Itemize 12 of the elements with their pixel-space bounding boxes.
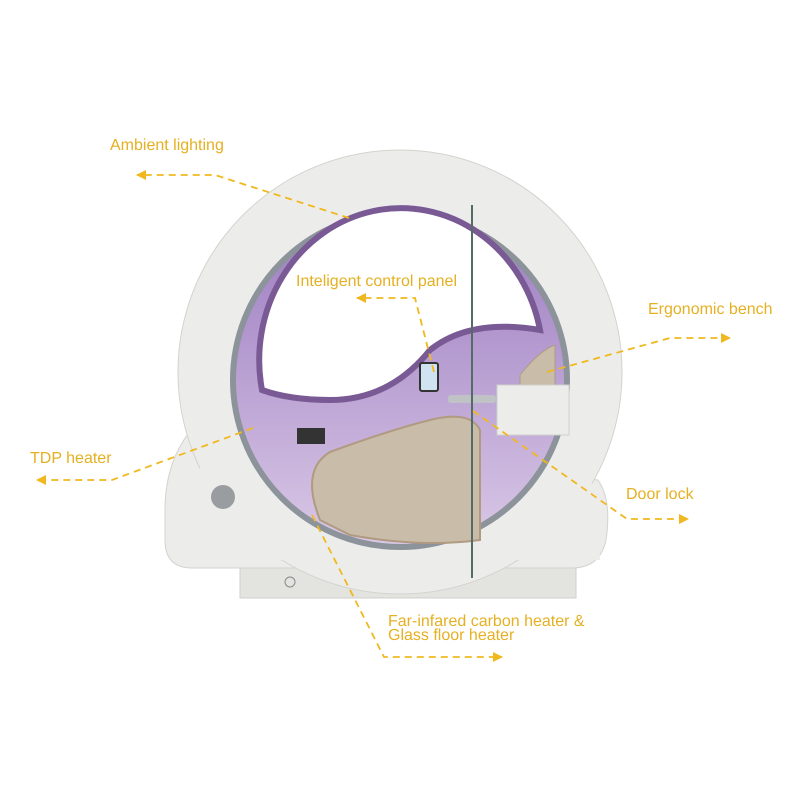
callout-label: Far-infared carbon heater & Glass floor heater bbox=[388, 615, 598, 657]
callout-label: Inteligent control panel bbox=[296, 275, 478, 298]
leader-arrow bbox=[136, 170, 350, 219]
leader-arrow bbox=[472, 410, 689, 524]
callout-label: Ambient lighting bbox=[110, 139, 244, 175]
callout-label: Door lock bbox=[626, 488, 704, 519]
leader-arrow bbox=[36, 427, 254, 485]
leader-arrow bbox=[546, 333, 731, 373]
leader-arrow bbox=[356, 293, 435, 372]
callout-label: Ergonomic bench bbox=[648, 303, 784, 338]
callout-label: TDP heater bbox=[30, 452, 120, 480]
leader-arrow bbox=[311, 514, 503, 662]
